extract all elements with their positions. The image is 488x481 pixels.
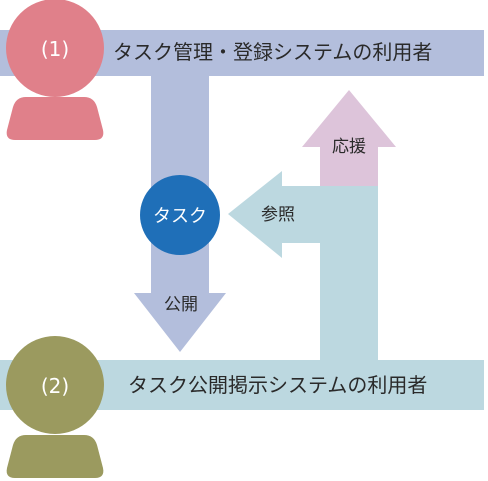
person-icon-head (6, 336, 104, 434)
reference-flow-arrow (228, 171, 378, 360)
person-icon (6, 0, 104, 140)
task-node-label: タスク (153, 206, 207, 227)
user1-band-label: タスク管理・登録システムの利用者 (113, 40, 432, 64)
publish-flow-label: 公開 (164, 295, 198, 315)
person-icon-body (6, 435, 104, 478)
user1-number-label: (1) (41, 37, 69, 61)
support-flow-label: 応援 (332, 137, 366, 157)
person-icon-head (6, 0, 104, 97)
task-node (140, 175, 220, 255)
user2-band-label: タスク公開掲示システムの利用者 (128, 373, 427, 397)
support-flow-arrow (302, 90, 396, 186)
user2-number-label: (2) (41, 374, 69, 398)
person-icon (6, 336, 104, 478)
reference-flow-label: 参照 (261, 205, 295, 225)
person-icon-body (6, 97, 104, 140)
